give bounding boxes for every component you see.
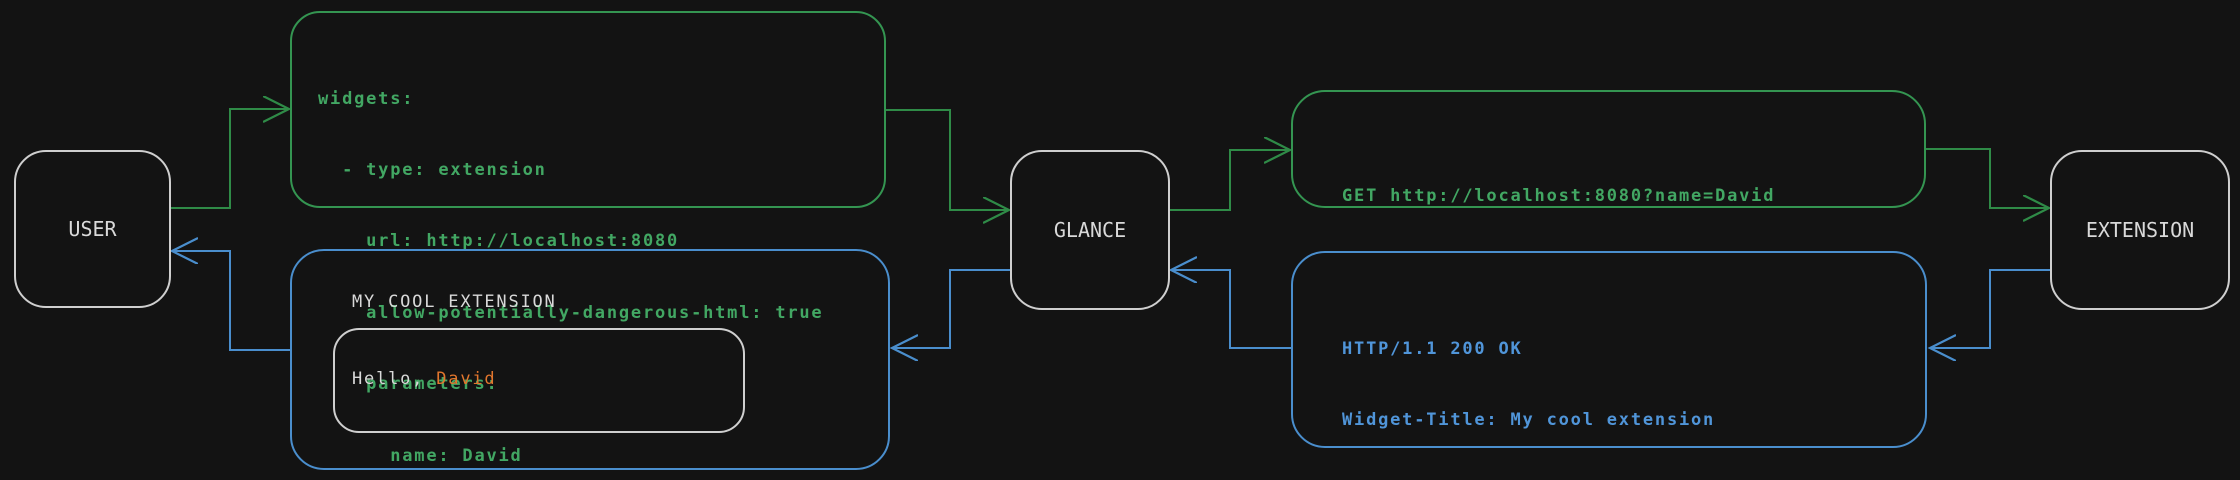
config-yaml-box [290, 11, 886, 208]
config-line: parameters: [318, 374, 499, 395]
arrow-widget-to-user [172, 251, 290, 351]
request-line: GET http://localhost:8080?name=David [1342, 185, 1776, 206]
widget-title: MY COOL EXTENSION [352, 292, 557, 312]
rendered-widget-box [290, 249, 890, 470]
node-extension: EXTENSION [2050, 150, 2230, 310]
config-line: url: http://localhost:8080 [318, 231, 680, 252]
config-yaml-code: widgets: - type: extension url: http://l… [318, 40, 823, 480]
node-extension-label: EXTENSION [2085, 218, 2195, 242]
http-request-box [1291, 90, 1926, 208]
http-request-code: GET http://localhost:8080?name=David [1342, 137, 1775, 256]
arrow-response-to-glance [1171, 270, 1291, 349]
widget-inner-box [333, 328, 745, 433]
node-user-label: USER [68, 217, 117, 241]
http-response-box [1291, 251, 1927, 448]
arrow-config-to-glance [886, 109, 1009, 210]
config-line: - type: extension [318, 159, 547, 180]
config-line: widgets: [318, 88, 415, 109]
node-user: USER [14, 150, 171, 308]
response-line: Widget-Title: My cool extension [1342, 409, 1716, 430]
widget-greeting: Hello, David [352, 368, 496, 392]
config-line: name: David [318, 445, 523, 466]
widget-greeting-prefix: Hello, [352, 369, 437, 389]
arrow-glance-to-request [1170, 150, 1290, 211]
http-response-code: HTTP/1.1 200 OK Widget-Title: My cool ex… [1342, 290, 1908, 480]
config-line: allow-potentially-dangerous-html: true [318, 302, 824, 323]
arrow-glance-to-widget [892, 269, 1010, 348]
node-glance: GLANCE [1010, 150, 1170, 310]
arrow-extension-to-response [1930, 269, 2050, 348]
arrow-user-to-config [171, 109, 289, 209]
widget-greeting-name: David [436, 369, 497, 389]
response-line: HTTP/1.1 200 OK [1342, 338, 1523, 359]
arrow-request-to-extension [1926, 148, 2049, 208]
node-glance-label: GLANCE [1053, 218, 1127, 242]
